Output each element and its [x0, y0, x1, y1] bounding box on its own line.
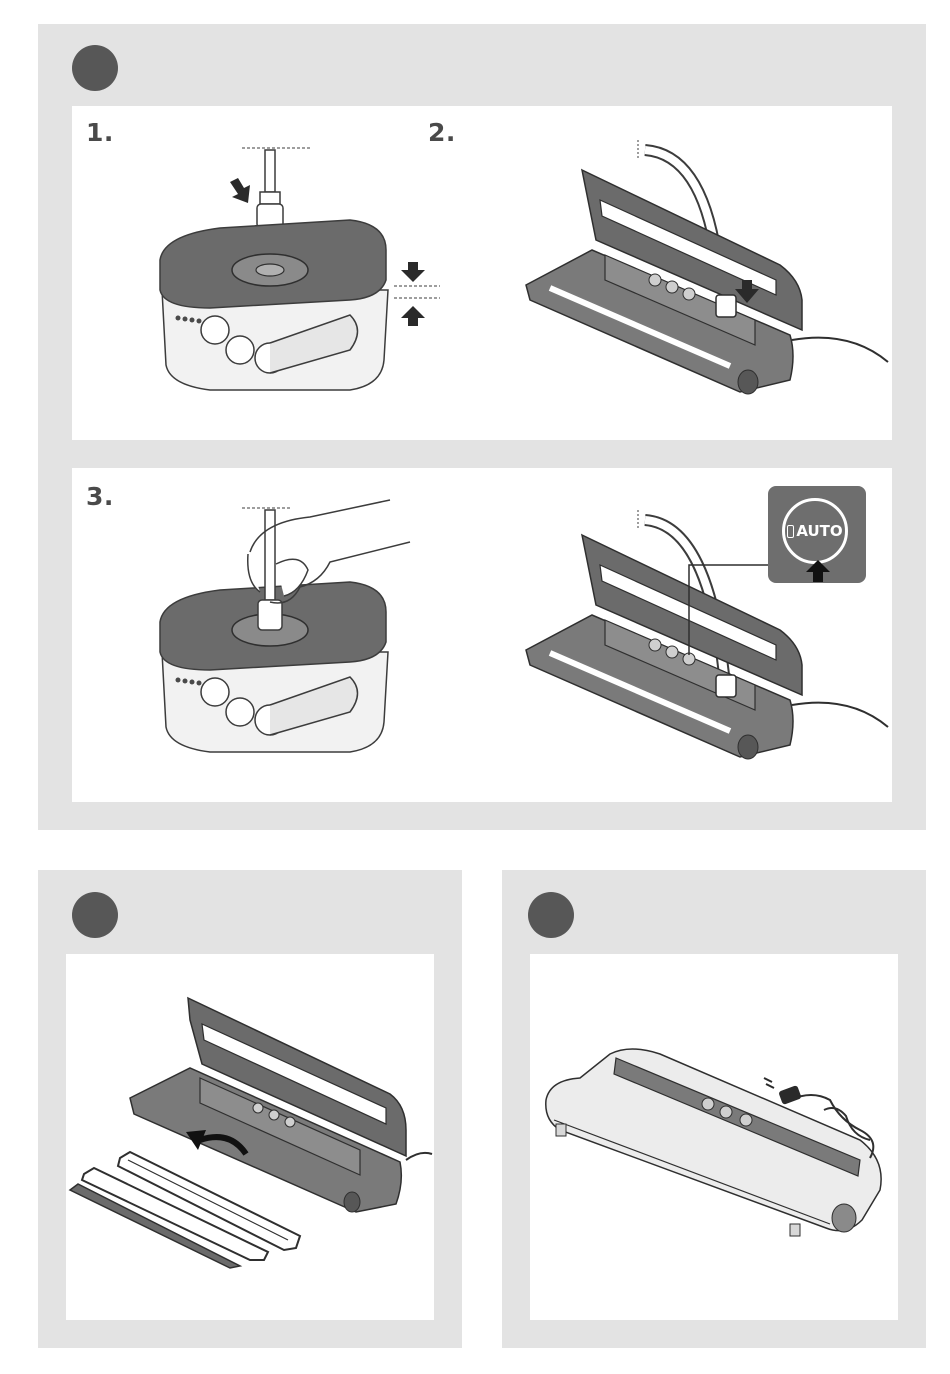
step-1-label: 1. [86, 118, 114, 147]
auto-button-callout: AUTO [768, 486, 866, 583]
vacuum-sealer-closed-illustration [540, 1040, 890, 1250]
gasket-replacement-illustration [70, 990, 430, 1260]
section-marker-dot [72, 45, 118, 91]
step-3-label: 3. [86, 482, 114, 511]
auto-button-label: AUTO [796, 522, 842, 540]
vacuum-sealer-open-illustration [520, 130, 900, 410]
vacuum-container-illustration [150, 140, 450, 400]
section-marker-dot [528, 892, 574, 938]
led-indicator-icon [787, 525, 794, 538]
down-arrow-icon [230, 178, 250, 203]
up-arrow-icon [806, 560, 830, 582]
section-marker-dot [72, 892, 118, 938]
up-arrow-icon [401, 306, 425, 326]
auto-button: AUTO [782, 498, 848, 564]
container-with-hand-illustration [150, 492, 450, 762]
down-arrow-icon [401, 262, 425, 282]
